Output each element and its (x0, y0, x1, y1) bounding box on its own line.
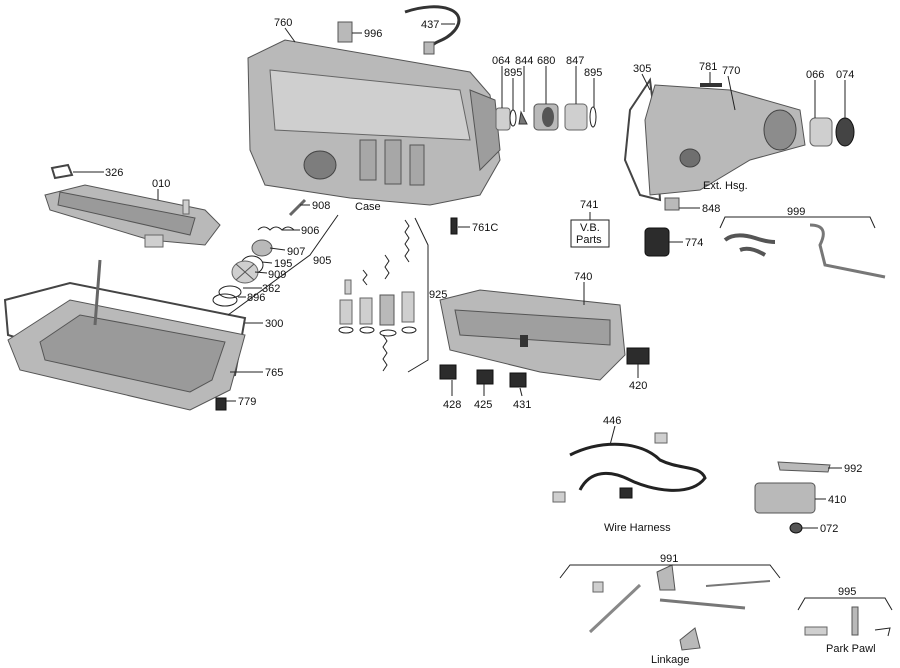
part-label-895-a: 895 (504, 67, 522, 79)
part-label-909: 909 (268, 269, 286, 281)
part-label-064: 064 (492, 55, 510, 67)
servo-parts (212, 198, 307, 307)
part-label-680: 680 (537, 55, 555, 67)
part-label-761c: 761C (472, 222, 498, 234)
part-label-072: 072 (820, 523, 838, 535)
part-774 (644, 227, 670, 257)
part-label-996: 996 (364, 28, 382, 40)
part-label-326: 326 (105, 167, 123, 179)
vb-parts-box (570, 219, 610, 248)
cooler-line-999c (809, 223, 886, 279)
part-label-300: 300 (265, 318, 283, 330)
part-label-425: 425 (474, 399, 492, 411)
caption-wire-harness: Wire Harness (604, 522, 671, 534)
part-label-844: 844 (515, 55, 533, 67)
solenoid-425-part (476, 369, 494, 385)
part-label-992: 992 (844, 463, 862, 475)
caption-case: Case (355, 201, 381, 213)
seal-072-part (789, 522, 803, 534)
part-label-906: 906 (301, 225, 319, 237)
part-label-420: 420 (629, 380, 647, 392)
harness-connector-b (552, 491, 566, 503)
park-pawl-995-parts (804, 606, 891, 637)
lever-992-part (777, 461, 831, 473)
part-label-741: 741 (580, 199, 598, 211)
part-label-740: 740 (574, 271, 592, 283)
filter-010 (44, 184, 221, 248)
part-label-895-b: 895 (584, 67, 602, 79)
part-label-362: 362 (262, 283, 280, 295)
harness-connector-a (654, 432, 668, 444)
part-label-437: 437 (421, 19, 439, 31)
part-label-905: 905 (313, 255, 331, 267)
part-label-991: 991 (660, 553, 678, 565)
part-label-410: 410 (828, 494, 846, 506)
cable-437-part (404, 5, 461, 49)
caption-park-pawl: Park Pawl (826, 643, 876, 655)
part-label-765: 765 (265, 367, 283, 379)
solenoid-420-part (626, 347, 650, 365)
part-label-908: 908 (312, 200, 330, 212)
extension-housing (623, 77, 806, 202)
wire-harness-446 (569, 442, 707, 492)
part-label-781: 781 (699, 61, 717, 73)
cable-437-plug (423, 41, 435, 55)
cooler-line-999b (739, 246, 767, 257)
part-label-999: 999 (787, 206, 805, 218)
pan-gasket-300 (3, 281, 247, 390)
linkage-991-parts (588, 564, 771, 651)
part-label-995: 995 (838, 586, 856, 598)
valve-body-740 (439, 289, 626, 381)
transmission-case (247, 39, 501, 206)
part-label-074: 074 (836, 69, 854, 81)
caption-ext-hsg: Ext. Hsg. (703, 180, 748, 192)
part-label-848: 848 (702, 203, 720, 215)
part-label-774: 774 (685, 237, 703, 249)
part-761c (450, 217, 458, 235)
bushing-066-part (809, 117, 833, 147)
oil-pan-765 (7, 259, 246, 411)
part-label-010: 010 (152, 178, 170, 190)
part-label-066: 066 (806, 69, 824, 81)
caption-vb-parts-line2: Parts (576, 234, 602, 246)
part-label-847: 847 (566, 55, 584, 67)
caption-linkage: Linkage (651, 654, 690, 666)
part-label-305: 305 (633, 63, 651, 75)
gasket-326-part (50, 163, 74, 180)
part-label-770: 770 (722, 65, 740, 77)
switch-410-part (754, 482, 816, 514)
part-label-446: 446 (603, 415, 621, 427)
front-small-parts (495, 103, 597, 131)
part-label-779: 779 (238, 396, 256, 408)
part-label-760: 760 (274, 17, 292, 29)
part-label-431: 431 (513, 399, 531, 411)
part-label-925: 925 (429, 289, 447, 301)
part-848 (664, 197, 680, 211)
harness-connector-c (619, 487, 633, 499)
caption-vb-parts-line1: V.B. (580, 222, 600, 234)
part-label-907: 907 (287, 246, 305, 258)
seal-074-part (835, 117, 855, 147)
sensor-996-part (337, 21, 353, 43)
valve-springs-925 (338, 219, 417, 372)
cooler-line-999a (723, 233, 776, 244)
part-label-428: 428 (443, 399, 461, 411)
solenoid-431-part (509, 372, 527, 388)
leader-lines (73, 23, 893, 611)
solenoid-428-part (439, 364, 457, 380)
part-label-195: 195 (274, 258, 292, 270)
part-label-896: 896 (247, 292, 265, 304)
bolt-779-part (215, 397, 227, 411)
